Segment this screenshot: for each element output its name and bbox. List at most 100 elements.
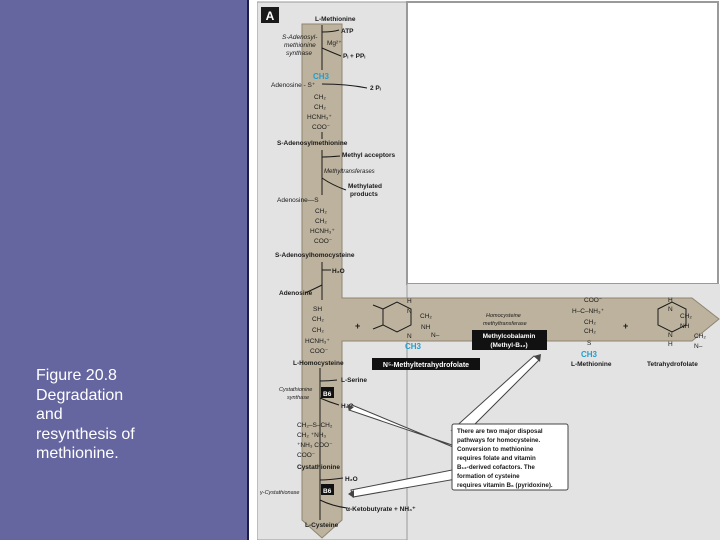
methylcobalamin-box (472, 330, 547, 350)
callout-note-text: B₁₂-derived cofactors. The (457, 464, 535, 471)
ch2-label: CH₂ (312, 316, 324, 323)
callout-note-text: Conversion to methionine (457, 446, 534, 453)
panel-letter-box (261, 7, 279, 23)
coo-label: COO⁻ (314, 238, 333, 245)
panel-letter: A (266, 9, 275, 23)
homocysteine-label: L-Homocysteine (293, 360, 344, 367)
ch3-label-a: CH3 (313, 72, 330, 81)
methylated-products-label: Methylated (348, 183, 382, 190)
n5-methylthf-label: N⁵-Methyltetrahydrofolate (383, 362, 469, 369)
b6-label-a: B6 (323, 391, 332, 398)
cystathionine-structure: CH₂–S–CH₂ (297, 422, 333, 429)
n5-methylthf-box (372, 358, 480, 370)
figure-area: A L-Methionine ATP S-Adenosyl- methionin… (256, 0, 720, 541)
mg-label: Mg²⁺ (327, 40, 342, 47)
ch2-label: CH₂ (694, 333, 706, 340)
nh-label: NH (421, 324, 431, 331)
plus-sign: + (355, 321, 360, 331)
thf-label: Tetrahydrofolate (647, 361, 698, 368)
ch2-label: CH₂ (584, 328, 596, 335)
h2o-label-a: H₂O (332, 268, 345, 275)
gamma-cystathionase-label: γ-Cystathionase (260, 490, 299, 496)
adenosine-s-plus-label: Adenosine - S⁺ (271, 82, 316, 89)
homocysteine-mt-label-2: methyltransferase (483, 321, 527, 327)
plus-sign: + (623, 321, 628, 331)
l-methionine-label: L-Methionine (315, 16, 356, 23)
ch3-label-b: CH3 (405, 342, 422, 351)
callout-note-text: There are two major disposal (457, 428, 543, 435)
l-serine-label: L-Serine (341, 377, 367, 384)
ch2-label: CH₂ (314, 104, 326, 111)
sam-synthase-label-2: methionine (284, 42, 316, 49)
sam-label: S-Adenosylmethionine (277, 140, 348, 147)
n-label: N (407, 308, 412, 315)
h-label: H (668, 341, 673, 348)
two-pi-label: 2 Pᵢ (370, 85, 381, 92)
n-label: N (668, 306, 673, 313)
homocysteine-mt-label: Homocysteine (486, 313, 521, 319)
ch2-label: CH₂ (312, 327, 324, 334)
ch2-label: CH₂ (315, 218, 327, 225)
pathway-arrow (301, 23, 720, 539)
callout-note-text: requires vitamin B₆ (pyridoxine). (457, 482, 553, 489)
h-label: H (668, 297, 673, 304)
methionine-pathway-diagram: A L-Methionine ATP S-Adenosyl- methionin… (256, 1, 720, 541)
hcnh3-label: HCNH₃⁺ (307, 114, 332, 121)
sh-label: SH (313, 306, 322, 313)
methyltransferases-label: Methyltransferases (324, 169, 375, 175)
n-minus-label: N– (694, 343, 703, 350)
n-label: N (668, 332, 673, 339)
cystathionine-structure: ⁺NH₃ COO⁻ (297, 442, 333, 449)
cystathionine-structure: CH₂ ⁺NH₃ (297, 432, 327, 439)
pi-ppi-label: Pᵢ + PPᵢ (343, 53, 365, 60)
callout-note-box (451, 423, 569, 491)
h2o-label-c: H₂O (345, 476, 358, 483)
hcnh3-label: HCNH₃⁺ (310, 228, 335, 235)
n-minus-label: N– (431, 332, 440, 339)
coo-label: COO⁻ (312, 124, 331, 131)
blank-region (406, 1, 719, 285)
callout-note-text: pathways for homocysteine. (457, 437, 540, 444)
ch2-label: CH₂ (680, 313, 692, 320)
b6-label-b: B6 (323, 488, 332, 495)
cystathionine-structure: COO⁻ (297, 452, 316, 459)
ch2-label: CH₂ (420, 313, 432, 320)
callout-note-text: formation of cysteine (457, 473, 520, 480)
cystathionine-synthase-label: Cystathionine (279, 387, 312, 393)
sah-label: S-Adenosylhomocysteine (275, 252, 355, 259)
ch2-label: CH₂ (315, 208, 327, 215)
adenosine-label: Adenosine (279, 290, 313, 297)
methyl-acceptors-label: Methyl acceptors (342, 152, 395, 159)
cystathionine-label: Cystathionine (297, 464, 340, 471)
l-methionine-product-label: L-Methionine (571, 361, 612, 368)
h2o-label-b: H₂O (341, 403, 354, 410)
n-label: N (407, 333, 412, 340)
cystathionine-synthase-label-2: synthase (287, 395, 309, 401)
sam-synthase-label: S-Adenosyl- (282, 34, 318, 41)
callout-note-text: requires folate and vitamin (457, 455, 536, 462)
l-cysteine-label: L-Cysteine (305, 522, 339, 529)
sam-synthase-label-3: synthase (286, 50, 312, 57)
ketobutyrate-label: α-Ketobutyrate + NH₄⁺ (346, 506, 416, 513)
b6-box-b (321, 484, 334, 495)
nh-label: NH (680, 323, 690, 330)
hcnh3-label: H–C–NH₃⁺ (572, 308, 605, 315)
panel-divider (247, 0, 249, 540)
ch3-label-c: CH3 (581, 350, 598, 359)
atp-label: ATP (341, 28, 354, 35)
methylcobalamin-label-2: (Methyl-B₁₂) (490, 342, 527, 349)
methylcobalamin-label: Methylcobalamin (483, 333, 536, 340)
methylated-products-label-2: products (350, 191, 378, 198)
s-label: S (587, 340, 592, 347)
coo-label: COO⁻ (584, 297, 603, 304)
ch2-label: CH₂ (584, 319, 596, 326)
hcnh3-label: HCNH₃⁺ (305, 338, 330, 345)
figure-caption: Figure 20.8 Degradation and resynthesis … (36, 367, 135, 462)
left-panel (0, 0, 247, 540)
b6-box-a (321, 387, 334, 398)
adenosine-s-label: Adenosine—S (277, 197, 319, 204)
ch2-label: CH₂ (314, 94, 326, 101)
coo-label: COO⁻ (310, 348, 329, 355)
h-label: H (407, 298, 412, 305)
pteridine-ring-b (657, 301, 687, 333)
